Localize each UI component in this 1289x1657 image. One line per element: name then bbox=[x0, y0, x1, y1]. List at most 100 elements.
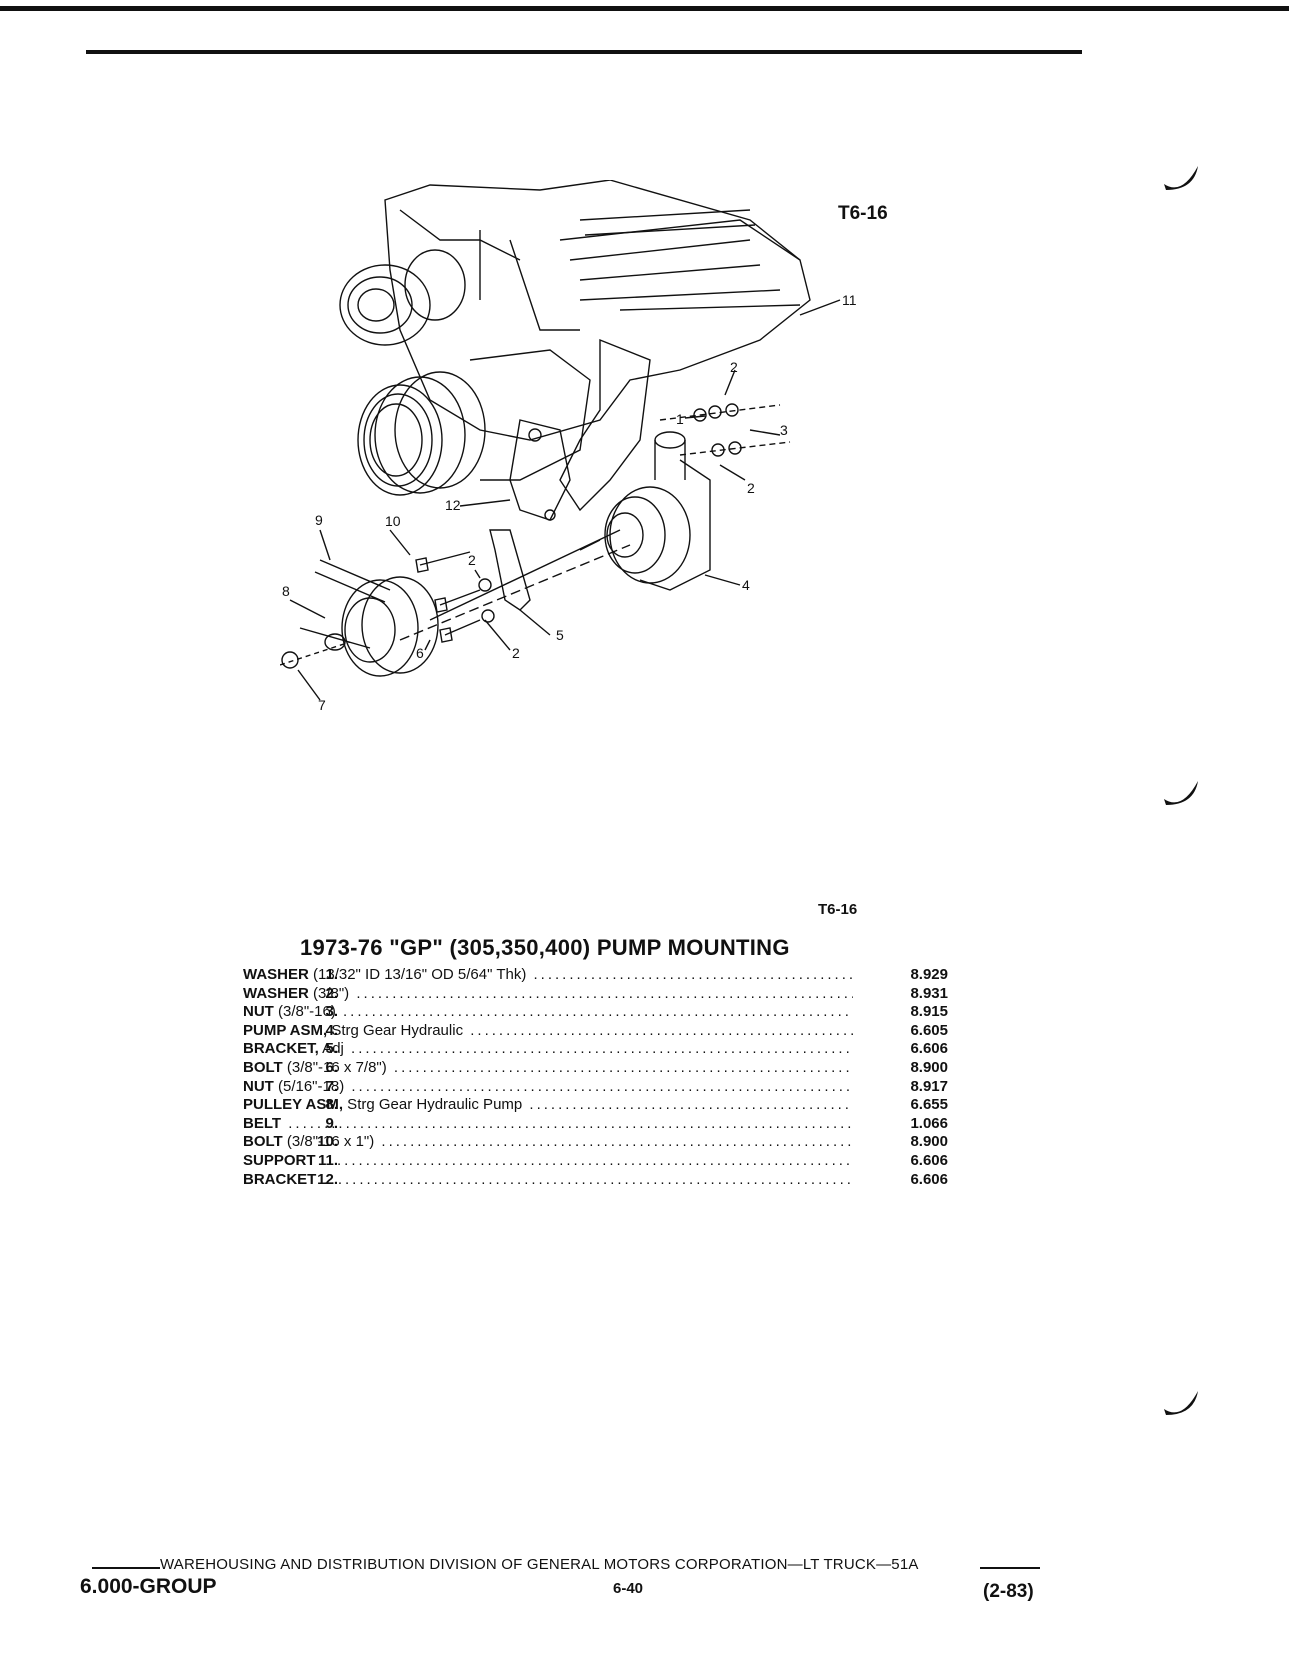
dot-leader: ........................................… bbox=[381, 1133, 853, 1151]
part-number: 10. bbox=[317, 1133, 338, 1151]
part-group-code: 8.900 bbox=[910, 1133, 948, 1151]
footer-rule-left bbox=[92, 1567, 160, 1569]
part-group-code: 8.929 bbox=[910, 966, 948, 983]
part-group-code: 8.931 bbox=[910, 984, 948, 1002]
part-number: 3. bbox=[325, 1003, 338, 1021]
part-group-code: 6.606 bbox=[910, 1170, 948, 1188]
part-number: 1. bbox=[325, 966, 338, 983]
part-number: 12. bbox=[317, 1170, 338, 1188]
callout-4: 4 bbox=[742, 577, 750, 593]
part-spec: (13/32" ID 13/16" OD 5/64" Thk) bbox=[308, 966, 527, 983]
dot-leader: ........................................… bbox=[323, 1170, 854, 1188]
part-description: WASHER (13/32" ID 13/16" OD 5/64" Thk) .… bbox=[243, 966, 853, 984]
part-group-code: 6.606 bbox=[910, 1040, 948, 1058]
binder-hook-mark bbox=[1160, 775, 1204, 815]
part-number: 8. bbox=[325, 1096, 338, 1114]
part-description: PULLEY ASM, Strg Gear Hydraulic Pump ...… bbox=[243, 1096, 853, 1114]
part-name: BELT bbox=[243, 1114, 282, 1132]
dot-leader: ........................................… bbox=[529, 1096, 853, 1114]
dot-leader: ........................................… bbox=[393, 1058, 853, 1076]
part-spec: (3/8") bbox=[308, 984, 350, 1002]
part-name: NUT bbox=[243, 1003, 274, 1021]
callout-5: 5 bbox=[556, 627, 564, 643]
figure-code-top: T6-16 bbox=[838, 203, 888, 224]
part-name: PUMP ASM, bbox=[243, 1021, 328, 1039]
figure-code-bottom: T6-16 bbox=[818, 901, 858, 918]
part-description: BOLT (3/8"-16 x 1") ....................… bbox=[243, 1133, 853, 1151]
parts-list-title: 1973-76 "GP" (305,350,400) PUMP MOUNTING bbox=[300, 935, 790, 960]
part-description: WASHER (3/8") ..........................… bbox=[243, 985, 853, 1003]
footer-group: 6.000-GROUP bbox=[80, 1575, 217, 1598]
part-description: SUPPORT ................................… bbox=[243, 1152, 853, 1170]
parts-list: 1.WASHER (13/32" ID 13/16" OD 5/64" Thk)… bbox=[150, 966, 950, 1189]
binder-hook-mark bbox=[1160, 1385, 1204, 1425]
part-spec: (3/8"-16) bbox=[273, 1003, 336, 1021]
dot-leader: ........................................… bbox=[343, 1003, 853, 1021]
part-spec: Strg Gear Hydraulic Pump bbox=[343, 1096, 523, 1114]
part-name: PULLEY ASM, bbox=[243, 1096, 344, 1114]
part-group-code: 8.915 bbox=[910, 1003, 948, 1021]
callout-8: 8 bbox=[282, 583, 290, 599]
callout-2-right: 2 bbox=[747, 480, 755, 496]
part-row: 11.SUPPORT .............................… bbox=[150, 1152, 950, 1171]
part-description: PUMP ASM, Strg Gear Hydraulic ..........… bbox=[243, 1022, 853, 1040]
dot-leader: ........................................… bbox=[351, 1040, 853, 1058]
dot-leader: ........................................… bbox=[322, 1151, 853, 1169]
callout-6: 6 bbox=[416, 645, 424, 661]
part-spec: Adj bbox=[318, 1040, 344, 1058]
part-row: 5.BRACKET, Adj .........................… bbox=[150, 1040, 950, 1059]
part-name: WASHER bbox=[243, 966, 309, 983]
part-name: BRACKET, bbox=[243, 1040, 319, 1058]
part-description: BRACKET ................................… bbox=[243, 1171, 853, 1189]
part-row: 1.WASHER (13/32" ID 13/16" OD 5/64" Thk)… bbox=[150, 966, 950, 985]
part-name: NUT bbox=[243, 1077, 274, 1095]
callout-1: 1 bbox=[676, 411, 684, 427]
dot-leader: ........................................… bbox=[288, 1114, 853, 1132]
binder-hook-mark bbox=[1160, 160, 1204, 200]
footer-division: WAREHOUSING AND DISTRIBUTION DIVISION OF… bbox=[160, 1556, 919, 1573]
footer-revision: (2-83) bbox=[983, 1581, 1034, 1602]
callout-7: 7 bbox=[318, 697, 326, 713]
part-name: WASHER bbox=[243, 984, 309, 1002]
callout-10: 10 bbox=[385, 513, 401, 529]
dot-leader: ........................................… bbox=[356, 984, 853, 1002]
part-name: BOLT bbox=[243, 1058, 283, 1076]
part-row: 6.BOLT (3/8"-16 x 7/8") ................… bbox=[150, 1059, 950, 1078]
callout-3: 3 bbox=[780, 422, 788, 438]
part-row: 7.NUT (5/16"-18) .......................… bbox=[150, 1078, 950, 1097]
part-row: 10.BOLT (3/8"-16 x 1") .................… bbox=[150, 1133, 950, 1152]
part-spec: (3/8"-16 x 1") bbox=[282, 1133, 375, 1151]
top-rule-thick bbox=[0, 6, 1289, 11]
part-name: SUPPORT bbox=[243, 1151, 316, 1169]
part-number: 5. bbox=[325, 1040, 338, 1058]
part-spec: Strg Gear Hydraulic bbox=[327, 1021, 464, 1039]
exploded-view-diagram: 11 2 3 2 4 5 2 6 7 8 9 10 12 2 1 bbox=[279, 179, 920, 770]
part-row: 2.WASHER (3/8") ........................… bbox=[150, 985, 950, 1004]
part-group-code: 6.605 bbox=[910, 1021, 948, 1039]
part-row: 9.BELT .................................… bbox=[150, 1115, 950, 1134]
part-row: 3. NUT (3/8"-16) ........................… bbox=[150, 1003, 950, 1022]
top-rule bbox=[86, 50, 1082, 54]
callout-2-mid: 2 bbox=[468, 552, 476, 568]
footer-rule-right bbox=[980, 1567, 1040, 1569]
part-name: BOLT bbox=[243, 1133, 283, 1151]
part-row: 12.BRACKET .............................… bbox=[150, 1171, 950, 1190]
part-name: BRACKET bbox=[243, 1170, 317, 1188]
part-group-code: 8.900 bbox=[910, 1058, 948, 1076]
callout-2-top: 2 bbox=[730, 359, 738, 375]
part-description: BRACKET, Adj ...........................… bbox=[243, 1040, 853, 1058]
part-number: 2. bbox=[325, 984, 338, 1002]
part-description: BOLT (3/8"-16 x 7/8") ..................… bbox=[243, 1059, 853, 1077]
part-row: 8.PULLEY ASM, Strg Gear Hydraulic Pump .… bbox=[150, 1096, 950, 1115]
dot-leader: ........................................… bbox=[533, 966, 853, 983]
callout-9: 9 bbox=[315, 512, 323, 528]
part-number: 11. bbox=[317, 1151, 338, 1169]
part-group-code: 8.917 bbox=[910, 1077, 948, 1095]
part-group-code: 6.606 bbox=[910, 1151, 948, 1169]
part-row: 4.PUMP ASM, Strg Gear Hydraulic ........… bbox=[150, 1022, 950, 1041]
part-description: NUT (5/16"-18) .........................… bbox=[243, 1078, 853, 1096]
footer-page-number: 6-40 bbox=[613, 1580, 644, 1597]
callout-2-bottom: 2 bbox=[512, 645, 520, 661]
part-group-code: 6.655 bbox=[910, 1096, 948, 1114]
part-spec: (3/8"-16 x 7/8") bbox=[282, 1058, 387, 1076]
